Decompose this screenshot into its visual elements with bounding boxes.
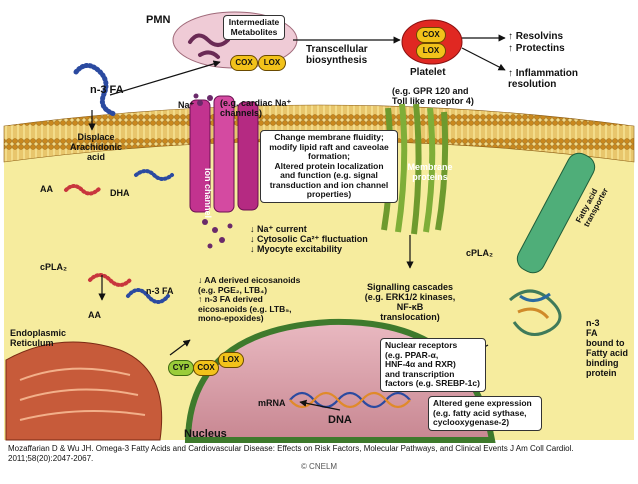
pmn-lox-pill: LOX — [258, 55, 286, 71]
displace-arachidonic-label: Displace Arachidonic acid — [69, 132, 122, 162]
dha-label: DHA — [110, 188, 130, 198]
intermediate-metabolites-label: Intermediate Metabolites — [223, 15, 285, 40]
transporter-shape — [516, 152, 596, 274]
pmn-label: PMN — [146, 14, 171, 26]
endoplasmic-reticulum — [5, 341, 163, 441]
aa-membrane-label: AA — [40, 184, 53, 194]
copyright-text: © CNELM — [300, 462, 338, 471]
na-current-effects: ↓ Na⁺ current ↓ Cytosolic Ca²⁺ fluctuati… — [250, 224, 368, 254]
pmn-cox-pill: COX — [230, 55, 258, 71]
platelet-cox-pill: COX — [416, 27, 446, 43]
mrna-label: mRNA — [258, 398, 286, 408]
na-plus-label: Na⁺ — [178, 100, 195, 110]
protectins-label: ↑ Protectins — [508, 43, 565, 54]
nuclear-receptors-box: Nuclear receptors (e.g. PPAR-α, HNF-4α a… — [380, 338, 486, 392]
gene-expression-box: Altered gene expression (e.g. fatty acid… — [428, 396, 542, 431]
transcellular-label: Transcellular biosynthesis — [306, 44, 368, 66]
n3fa-cytoplasm-label: n-3 FA — [146, 286, 174, 296]
dna-label: DNA — [328, 414, 352, 426]
er-cox-pill: COX — [193, 360, 219, 376]
dna-helix — [289, 391, 411, 409]
gpr-label: (e.g. GPR 120 and Toll like receptor 4) — [392, 86, 474, 106]
na-channels-label: (e.g. cardiac Na⁺ channels) — [220, 98, 292, 118]
fatty-acid-chains — [64, 63, 174, 304]
cpla2-left-label: cPLA₂ — [40, 262, 68, 272]
platelet-label: Platelet — [410, 67, 446, 78]
n3fa-bound-label: n-3 FA bound to Fatty acid binding prote… — [586, 318, 629, 378]
platelet-lox-pill: LOX — [416, 43, 446, 59]
nucleus-label: Nucleus — [184, 428, 227, 440]
eicosanoids-effects: ↓ AA derived eicosanoids (e.g. PGE₂, LTB… — [198, 275, 301, 323]
er-lox-pill: LOX — [218, 352, 244, 368]
resolvins-label: ↑ Resolvins — [508, 31, 564, 42]
ion-channel-label: Ion channel — [203, 168, 213, 219]
membrane-proteins-label: Membrane proteins — [407, 162, 453, 182]
citation-text: Mozaffarian D & Wu JH. Omega-3 Fatty Aci… — [8, 444, 574, 463]
er-cyp-pill: CYP — [168, 360, 194, 376]
aa-cytoplasm-label: AA — [88, 310, 101, 320]
membrane-fluidity-box: Change membrane fluidity; modify lipid r… — [260, 130, 398, 203]
n3fa-top-label: n-3 FA — [90, 84, 124, 96]
endoplasmic-reticulum-label: Endoplasmic Reticulum — [10, 328, 67, 348]
inflammation-resolution-label: ↑ Inflammation resolution — [508, 68, 579, 90]
cpla2-right-label: cPLA₂ — [466, 248, 494, 258]
fatty-acid-binding-protein — [508, 289, 562, 336]
ion-channel-shape — [189, 95, 259, 213]
signalling-cascades-label: Signalling cascades (e.g. ERK1/2 kinases… — [364, 282, 456, 322]
na-ions — [193, 93, 233, 249]
